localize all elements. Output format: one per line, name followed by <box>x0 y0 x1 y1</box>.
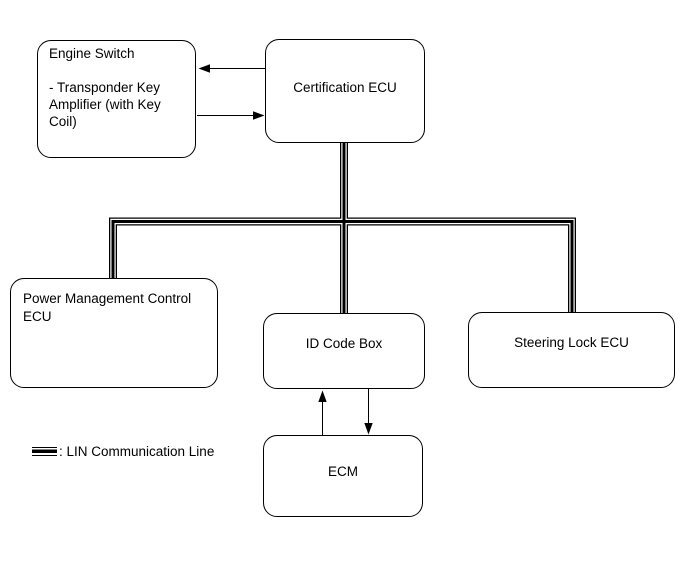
arrow-engine-switch-to-certification-ecu <box>197 111 265 120</box>
arrow-ecm-to-id-code-box <box>318 390 327 435</box>
power-management-control-ecu-node: Power Management Control ECU <box>10 278 218 388</box>
legend-label: : LIN Communication Line <box>59 444 215 459</box>
engine-switch-label: Engine Switch - Transponder Key Amplifie… <box>49 46 161 129</box>
arrow-id-code-box-to-ecm <box>364 389 373 435</box>
id-code-box-node: ID Code Box <box>263 313 425 389</box>
lin-communication-line-symbol-icon <box>32 447 57 456</box>
id-code-box-label: ID Code Box <box>305 335 383 351</box>
ecm-node: ECM <box>263 435 423 517</box>
arrow-certification-ecu-to-engine-switch <box>198 64 265 73</box>
power-management-control-ecu-label: Power Management Control ECU <box>23 291 192 324</box>
engine-switch-node: Engine Switch - Transponder Key Amplifie… <box>37 40 196 158</box>
lin-communication-line-bus <box>109 142 576 314</box>
steering-lock-ecu-label: Steering Lock ECU <box>514 334 629 350</box>
ecm-label: ECM <box>328 464 358 479</box>
certification-ecu-node: Certification ECU <box>265 39 425 143</box>
steering-lock-ecu-node: Steering Lock ECU <box>468 312 675 388</box>
certification-ecu-label: Certification ECU <box>293 79 397 95</box>
legend: : LIN Communication Line <box>32 444 214 459</box>
